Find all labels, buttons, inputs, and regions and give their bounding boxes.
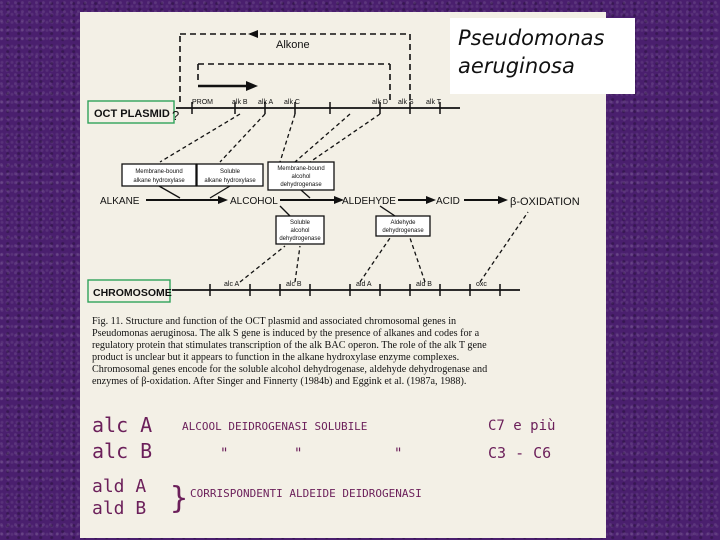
arrowhead-aldehyde-acid	[426, 196, 436, 204]
alkane-loop-label: Alkone	[276, 39, 310, 51]
chromosome-label: CHROMOSOME	[93, 287, 172, 299]
pathway-diagram: Alkone OCT PLASMID ? PROM alk B alk A al…	[87, 30, 580, 519]
plasmid-gene-alks: alk S	[398, 99, 414, 106]
loop-arrowhead	[248, 30, 258, 38]
chromosome-gene-ticks	[209, 284, 501, 296]
plasmid-gene-alkd: alk D	[372, 99, 388, 106]
plasmid-gene-ticks	[191, 102, 441, 114]
note-gene-alcb: alc B	[92, 439, 152, 463]
caption-line-3: regulatory protein that stimulates trans…	[92, 340, 487, 351]
arrowhead-alkane-alcohol	[218, 196, 228, 204]
membrane-bound-alcohol-dh-line2: alcohol	[291, 174, 310, 180]
scanned-figure: Alkone OCT PLASMID ? PROM alk B alk A al…	[80, 12, 606, 538]
soluble-alcohol-dh-line3: dehydrogenase	[279, 236, 321, 242]
membrane-bound-hydroxylase-line1: Membrane-bound	[135, 169, 182, 175]
chromosome-to-enzyme-arrows	[239, 211, 529, 283]
soluble-alcohol-dh-box	[275, 215, 325, 245]
soluble-alcohol-dh-line2: alcohol	[290, 228, 309, 234]
pathway-alcohol: ALCOHOL	[230, 196, 278, 207]
chromosome-gene-oxc: oxc	[476, 281, 487, 288]
caption-line-2: Pseudomonas aeruginosa. The alk S gene i…	[92, 328, 480, 339]
enzyme-to-pathway-arrows	[158, 185, 311, 199]
note-range-c3-c6: C3 - C6	[488, 444, 551, 462]
soluble-hydroxylase-line2: alkane hydroxylase	[204, 178, 256, 184]
pathway-acid: ACID	[436, 196, 460, 207]
lower-enzyme-arrows	[279, 205, 396, 217]
note-aldehyde-dh: CORRISPONDENTI ALDEIDE DEIDROGENASI	[190, 487, 422, 500]
pathway-beta-oxidation: β-OXIDATION	[510, 196, 580, 208]
note-alcohol-dh-soluble: ALCOOL DEIDROGENASI SOLUBILE	[182, 420, 367, 433]
plasmid-gene-alkb: alk B	[232, 99, 248, 106]
chromosome-gene-alcb: alc B	[286, 281, 302, 288]
aldehyde-dh-line2: dehydrogenase	[382, 228, 424, 234]
membrane-bound-alcohol-dh-line1: Membrane-bound	[277, 166, 324, 172]
soluble-hydroxylase-line1: Soluble	[220, 169, 241, 175]
chromosome-gene-aldb: ald B	[416, 281, 432, 288]
pathway-aldehyde: ALDEHYDE	[342, 196, 396, 207]
chromosome-label-box	[87, 279, 171, 303]
chromosome-gene-alda: ald A	[356, 281, 372, 288]
pathway-alkane: ALKANE	[100, 196, 140, 207]
soluble-alcohol-dh-line1: Soluble	[290, 220, 311, 226]
note-gene-alda: ald A	[92, 476, 146, 497]
plasmid-gene-prom: PROM	[192, 99, 213, 106]
note-brace: }	[170, 481, 188, 516]
alkane-regulation-loop	[179, 33, 411, 102]
slide-title: Pseudomonas aeruginosa	[450, 18, 635, 94]
plasmid-gene-alka: alk A	[258, 99, 274, 106]
caption-line-6: enzymes of β-oxidation. After Singer and…	[92, 376, 466, 387]
chromosome-gene-alca: alc A	[224, 281, 240, 288]
plasmid-to-enzyme-arrows	[159, 113, 381, 163]
note-gene-alca: alc A	[92, 413, 152, 437]
caption-line-1: Fig. 11. Structure and function of the O…	[92, 316, 456, 327]
membrane-bound-hydroxylase-line2: alkane hydroxylase	[133, 178, 185, 184]
plasmid-gene-alkt: alk T	[426, 99, 442, 106]
title-line-2: aeruginosa	[458, 54, 575, 78]
oct-plasmid-label-box	[87, 100, 175, 124]
caption-line-5: Chromosomal genes encode for the soluble…	[92, 364, 487, 375]
plasmid-question-mark: ?	[172, 108, 179, 123]
oct-plasmid-label: OCT PLASMID	[94, 108, 170, 120]
arrowhead-alcohol-aldehyde	[334, 196, 344, 204]
note-ditto-1: "	[220, 446, 228, 462]
note-ditto-2: "	[294, 446, 302, 462]
membrane-bound-alcohol-dh-line3: dehydrogenase	[280, 182, 322, 188]
arrowhead-acid-oxidation	[498, 196, 508, 204]
plasmid-gene-alkc: alk C	[284, 99, 300, 106]
title-line-1: Pseudomonas	[458, 26, 605, 50]
aldehyde-dh-line1: Aldehyde	[390, 220, 416, 226]
note-gene-aldb: ald B	[92, 498, 146, 519]
caption-line-4: product is unclear but it appears to fun…	[92, 352, 459, 363]
note-ditto-3: "	[394, 446, 402, 462]
transcription-arrowhead	[246, 81, 258, 91]
note-range-c7: C7 e più	[488, 418, 555, 434]
aldehyde-dh-box	[375, 215, 431, 237]
